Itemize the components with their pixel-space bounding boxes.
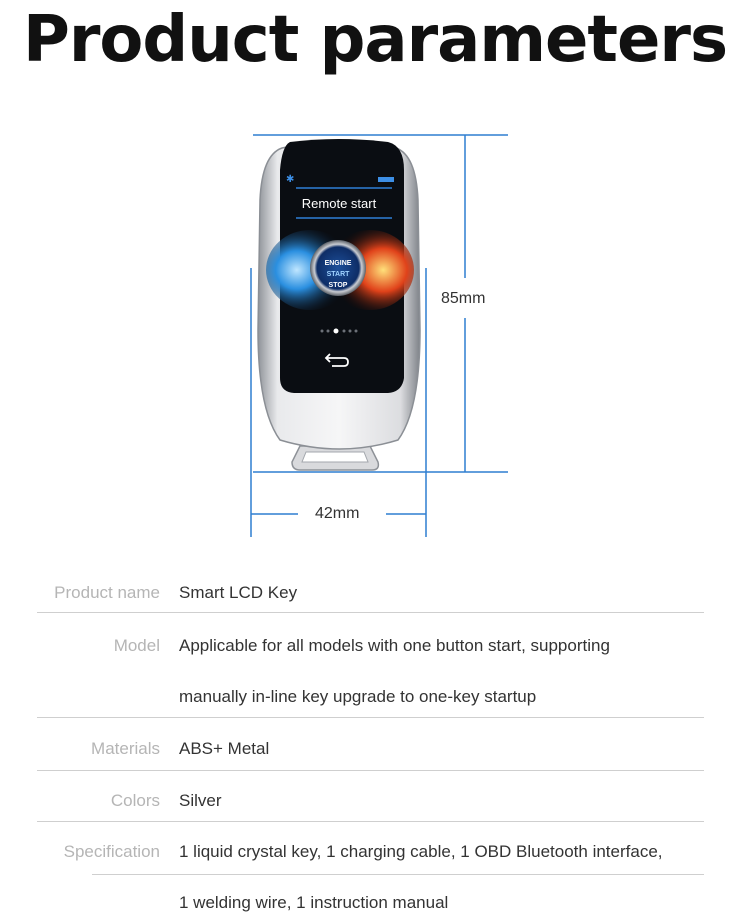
spec-value: Silver — [179, 791, 222, 810]
spec-value: 1 liquid crystal key, 1 charging cable, … — [179, 842, 663, 861]
spec-value: Smart LCD Key — [179, 583, 298, 602]
svg-text:✱: ✱ — [286, 174, 294, 185]
spec-label: Materials — [91, 739, 160, 758]
button-line-1: ENGINE — [325, 260, 352, 267]
back-arrow-icon — [324, 353, 349, 367]
spec-row-product-name: Product name Smart LCD Key — [0, 568, 750, 620]
spec-value: 1 welding wire, 1 instruction manual — [179, 893, 449, 912]
spec-row-model: Model Applicable for all models with one… — [0, 620, 750, 724]
width-dimension — [250, 268, 427, 537]
height-label: 85mm — [441, 290, 486, 307]
spec-label: Specification — [63, 842, 160, 861]
screen-title: Remote start — [302, 196, 377, 211]
spec-row-colors: Colors Silver — [0, 776, 750, 828]
spec-value: manually in-line key upgrade to one-key … — [179, 687, 537, 706]
page-title: Product parameters — [22, 3, 728, 77]
button-line-2: START — [327, 271, 351, 278]
spec-label: Model — [113, 636, 160, 655]
width-label: 42mm — [315, 505, 360, 522]
engine-start-button — [310, 240, 366, 296]
button-line-3: STOP — [329, 282, 348, 289]
page-dots — [320, 328, 358, 334]
spec-label: Product name — [54, 583, 160, 602]
height-dimension — [253, 134, 508, 473]
product-figure: ✱ Remote start ENGINE START STOP 85mm 42… — [0, 120, 750, 550]
spec-row-specification: Specification 1 liquid crystal key, 1 ch… — [0, 828, 750, 918]
spec-row-materials: Materials ABS+ Metal — [0, 724, 750, 776]
spec-table: Product name Smart LCD Key Model Applica… — [0, 568, 750, 912]
spec-value: ABS+ Metal — [179, 739, 270, 758]
key-fob-illustration: ✱ Remote start ENGINE START STOP — [250, 134, 508, 537]
spec-value: Applicable for all models with one butto… — [179, 636, 610, 655]
spec-label: Colors — [110, 791, 160, 810]
